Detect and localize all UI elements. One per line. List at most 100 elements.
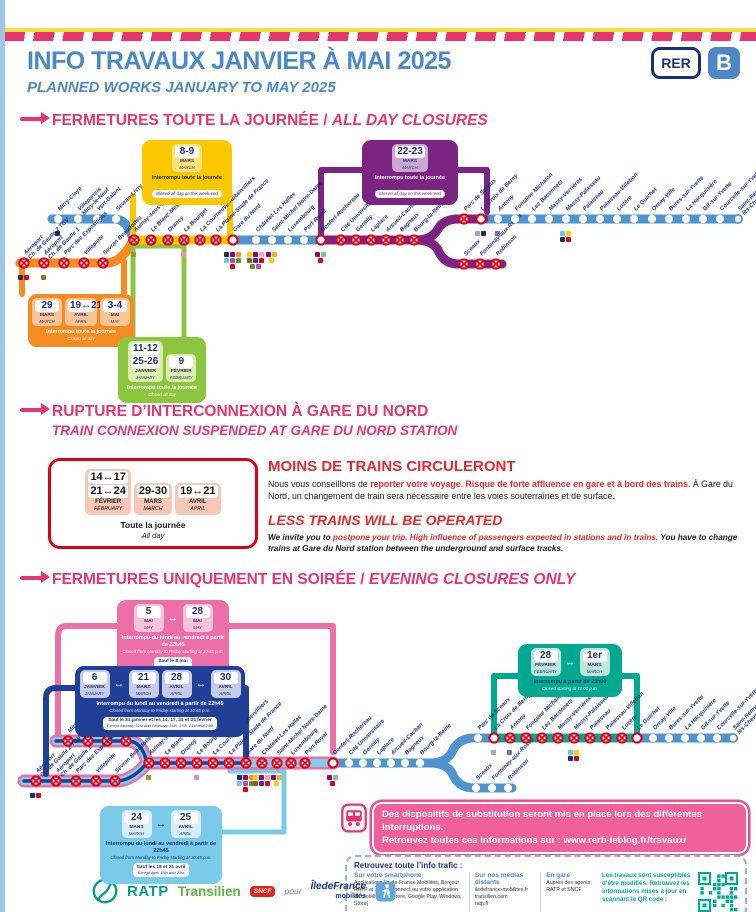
closed-x-icon: [225, 759, 233, 767]
info-trafic-title: Retrouvez toute l’info trafic :: [354, 861, 463, 870]
closure-text-fr: Interrompu toute la journée: [374, 175, 446, 182]
interchange-icon: [259, 252, 264, 257]
purple-connector: [318, 167, 365, 239]
month-en: MAY: [110, 318, 120, 324]
arrow-icon: [20, 112, 50, 124]
open-station-marker: [267, 235, 277, 245]
month-fr: MARS: [402, 159, 418, 164]
month-fr: MARS: [144, 499, 162, 506]
rer-logo: RER: [651, 47, 701, 79]
cyan-connector: [219, 765, 287, 835]
interchange-icon: [491, 750, 496, 755]
closed-x-icon: [410, 236, 418, 244]
closed-x-icon: [64, 737, 72, 745]
qr-module: [729, 887, 734, 891]
month-en: MARCH: [586, 668, 603, 674]
line-b-badge: B: [708, 47, 740, 79]
date-value: 6: [82, 672, 107, 684]
open-station-marker: [578, 214, 588, 224]
qr-module: [721, 874, 725, 878]
month-en: MARCH: [402, 164, 418, 170]
closed-x-icon: [586, 734, 594, 742]
qr-code: [698, 872, 738, 912]
double-arrow-icon: ↔: [564, 655, 576, 668]
interchange-icon: [30, 793, 35, 798]
closed-x-icon: [382, 236, 390, 244]
open-station-marker: [595, 214, 605, 224]
interchange-icon: [265, 781, 270, 786]
interchange-icon: [243, 775, 248, 780]
section3-title-en: EVENING CLOSURES ONLY: [368, 571, 576, 588]
interchange-icon: [247, 258, 252, 263]
qr-module: [734, 895, 738, 899]
interchange-icon: [560, 231, 565, 236]
closed-x-icon: [193, 759, 201, 767]
interchange-icon: [315, 252, 320, 257]
interchange-icon: [249, 781, 254, 786]
qr-module: [734, 887, 738, 891]
open-station-marker: [299, 235, 309, 245]
open-station-marker: [73, 214, 83, 224]
closed-x-icon: [130, 236, 138, 244]
open-station-marker: [728, 732, 739, 743]
section-title-evening-closures: FERMETURES UNIQUEMENT EN SOIRÉE / EVENIN…: [20, 571, 575, 589]
date-value: 29: [35, 300, 59, 312]
open-station-marker: [696, 733, 706, 743]
pour-label: pour: [284, 886, 302, 896]
idfm-walker-icon: [375, 881, 396, 901]
month-en: MARCH: [39, 318, 55, 324]
info-trafic-box: Retrouvez toute l’info trafic : Sur votr…: [345, 855, 747, 912]
open-station-marker: [471, 783, 481, 793]
date-value: 25: [173, 812, 198, 824]
service-limit-marker: [488, 732, 500, 744]
qr-module: [700, 891, 704, 895]
interchange-icon: [131, 252, 136, 257]
open-station-marker: [53, 214, 63, 224]
interchange-icon: [253, 781, 258, 786]
closed-x-icon: [337, 236, 345, 244]
footer-logos: RATP Transilien SNCF pour ÎledeFrance mo…: [92, 876, 396, 906]
month-fr: AVRIL: [189, 499, 207, 506]
interchange-icon: [18, 275, 23, 280]
interchange-icon: [265, 775, 270, 780]
interchange-icon: [495, 231, 500, 236]
substitution-notice: Des dispositifs de substitution seront m…: [372, 802, 748, 855]
date-value: 21: [131, 672, 156, 684]
interchange-icon: [253, 775, 258, 780]
open-station-marker: [733, 214, 744, 225]
top-stripes-banner: [5, 28, 756, 41]
open-station-marker: [527, 214, 537, 224]
closed-x-icon: [352, 236, 360, 244]
month-fr: MARS: [136, 685, 151, 690]
month-en: MARCH: [179, 164, 195, 170]
month-fr: FÉVRIER: [95, 499, 122, 506]
interchange-icon: [266, 252, 271, 257]
date-value: 5: [136, 606, 161, 618]
month-fr: MARS: [587, 663, 602, 668]
qr-finder: [698, 872, 712, 886]
closed-x-icon: [476, 260, 484, 268]
closed-x-icon: [180, 236, 188, 244]
qr-module: [729, 891, 734, 895]
navy-connector: [43, 685, 78, 777]
month-en: MARCH: [135, 690, 152, 696]
month-fr: AVRIL: [178, 825, 193, 830]
closed-x-icon: [301, 759, 309, 767]
service-limit-marker: [631, 732, 643, 744]
closed-x-icon: [145, 759, 153, 767]
qr-finder: [729, 876, 734, 881]
